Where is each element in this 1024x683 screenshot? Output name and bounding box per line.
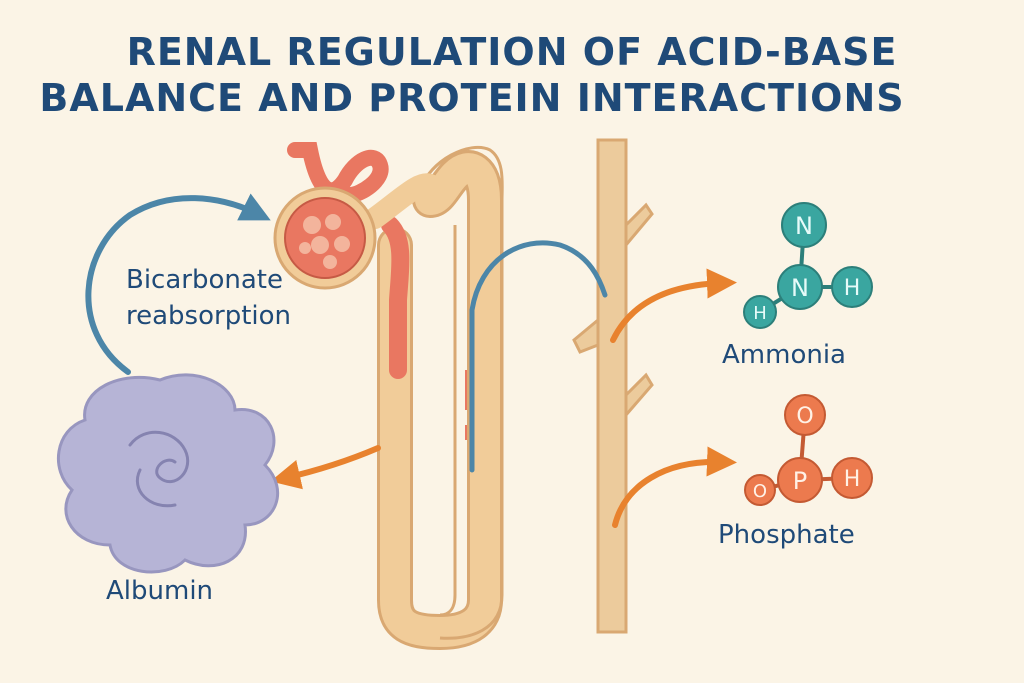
bicarbonate-arrow xyxy=(85,193,271,375)
svg-text:O: O xyxy=(796,404,813,429)
blood-vessel xyxy=(572,138,654,634)
svg-text:O: O xyxy=(753,481,767,502)
svg-text:N: N xyxy=(795,212,813,240)
bicarbonate-label: Bicarbonate reabsorption xyxy=(126,262,291,334)
title-line-2: BALANCE AND PROTEIN INTERACTIONS xyxy=(39,76,905,120)
ammonia-atom-n-center: N xyxy=(777,264,823,310)
phosphate-molecule: O P O H xyxy=(744,394,873,506)
albumin-label: Albumin xyxy=(106,576,214,606)
title-line-1: RENAL REGULATION OF ACID-BASE xyxy=(126,30,898,74)
ammonia-atom-h-left: H xyxy=(743,295,777,329)
capillary-connector xyxy=(469,240,608,473)
phosphate-atom-h-right: H xyxy=(831,457,873,499)
ammonia-atom-n-top: N xyxy=(781,202,827,248)
albumin-protein xyxy=(57,373,280,574)
ammonia-atom-h-right: H xyxy=(831,266,873,308)
phosphate-atom-p-center: P xyxy=(777,457,823,503)
albumin-arrow xyxy=(270,445,381,490)
svg-text:H: H xyxy=(844,467,861,492)
svg-text:H: H xyxy=(844,276,861,301)
nephron-tubule xyxy=(377,145,504,651)
phosphate-arrow xyxy=(612,446,737,528)
svg-text:H: H xyxy=(753,303,767,324)
phosphate-label: Phosphate xyxy=(718,520,855,550)
glomerulus xyxy=(273,142,441,379)
ammonia-molecule: N N H H xyxy=(743,202,873,329)
svg-text:N: N xyxy=(791,274,809,302)
bicarbonate-label-line-1: Bicarbonate xyxy=(126,265,283,295)
phosphate-atom-o-left: O xyxy=(744,474,776,506)
phosphate-atom-o-top: O xyxy=(784,394,826,436)
ammonia-arrow xyxy=(610,268,737,343)
bicarbonate-label-line-2: reabsorption xyxy=(126,301,292,331)
svg-text:P: P xyxy=(793,467,807,495)
ammonia-label: Ammonia xyxy=(722,340,846,370)
